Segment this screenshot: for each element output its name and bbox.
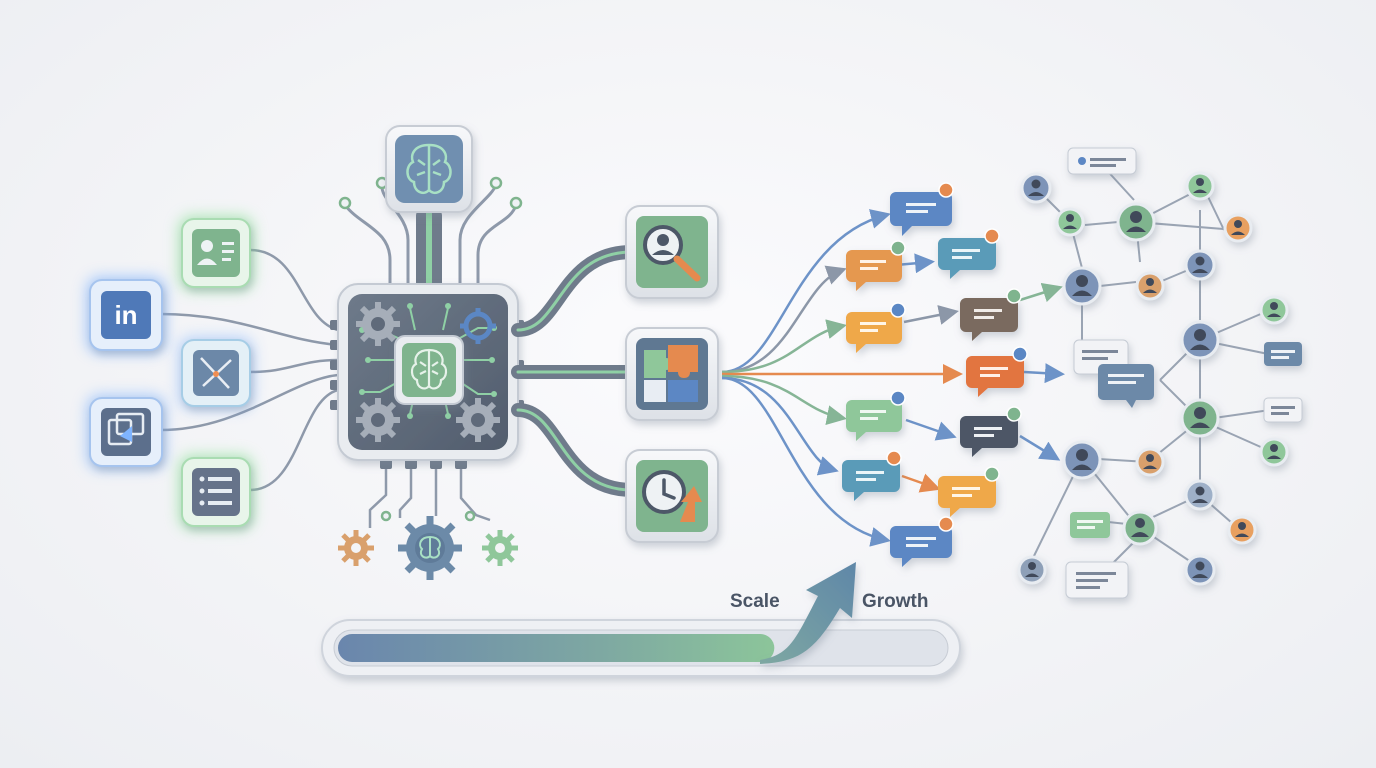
gear-icon-chip-top-right [460,308,496,344]
person-node-icon [1227,515,1257,545]
gear-icon-orange [338,530,374,566]
person-node-icon [1184,249,1216,281]
person-node-icon [1062,440,1102,480]
gear-icon-green [482,530,518,566]
chat-bubble-icon [938,238,996,279]
person-node-icon [1062,266,1102,306]
profile-card-tile [178,215,254,291]
clock-growth-icon [642,470,702,522]
person-node-icon [1184,554,1216,586]
person-node-icon [1180,398,1220,438]
check-badge-icon [890,240,906,256]
message-bubbles [842,192,1024,567]
chat-bubble-icon [960,416,1018,457]
network-message-nodes [1065,147,1303,599]
brain-icon [410,348,448,390]
person-node-icon [1184,479,1216,511]
clock-growth-tile [625,449,719,543]
processor-bottom-wires [368,469,491,528]
growth-arrow-icon [760,562,856,664]
input-connectors [159,248,339,492]
person-node-icon [1135,447,1165,477]
message-node-icon [1070,512,1110,538]
check-badges [886,182,1028,532]
document-share-icon [101,408,151,456]
output-pipes [511,245,639,497]
check-badge-icon [984,228,1000,244]
circuit-nodes [359,303,497,419]
linkedin-logo-text: in [114,300,137,330]
message-node-icon [1264,342,1302,366]
person-node-icon [1259,437,1289,467]
network-nodes-icon [193,350,239,396]
check-badge-icon [890,302,906,318]
list-tile [178,454,254,530]
processor-bottom-wire-ends [380,510,476,522]
check-badge-icon [890,390,906,406]
person-node-icon [1259,295,1289,325]
chat-bubble-icon [960,298,1018,341]
person-node-icon [1020,172,1052,204]
linkedin-tile: in [86,276,166,354]
chat-bubble-icon [966,356,1024,397]
check-badge-icon [1012,346,1028,362]
document-share-tile [86,394,166,470]
brain-icon [406,143,452,194]
processor-top-wire-ends [338,176,523,210]
search-person-icon [643,225,701,282]
chat-bubble-icon [890,526,952,567]
brain-tile-center [394,335,464,405]
brain-tile-top [385,125,473,213]
check-badge-icon [1006,406,1022,422]
chat-bubble-icon [842,460,900,501]
gear-icon-chip-bottom-left [356,398,400,442]
person-node-icon [1180,320,1220,360]
person-node-icon [1122,510,1158,546]
gear-icon-chip-top-left [356,302,400,346]
message-node-icon [1098,364,1154,408]
chat-bubble-icon [846,312,902,353]
gear-icon-chip-bottom-right [456,398,500,442]
search-person-tile [625,205,719,299]
profile-card-icon [192,229,240,277]
person-node-icon [1116,202,1156,242]
check-badge-icon [984,466,1000,482]
linkedin-icon: in [101,291,151,339]
person-node-icon [1135,271,1165,301]
network-person-nodes [1017,171,1289,586]
message-node-icon [1067,147,1137,175]
check-badge-icon [938,516,954,532]
chat-bubble-icon [846,400,902,441]
chat-bubble-icon [846,250,902,291]
list-icon [192,468,240,516]
person-node-icon [1185,171,1215,201]
message-node-icon [1263,397,1303,423]
person-node-icon [1223,213,1253,243]
puzzle-tile [625,327,719,421]
puzzle-icon [644,345,698,402]
check-badge-icon [1006,288,1022,304]
brain-icon [419,535,441,559]
message-node-icon [1065,561,1129,599]
person-node-icon [1055,207,1085,237]
check-badge-icon [886,450,902,466]
scale-label: Scale [730,591,780,612]
growth-progress-fill [338,634,775,662]
growth-progress-bar [321,619,961,677]
processor-stem [416,210,442,294]
person-node-icon [1017,555,1047,585]
gear-icon-blue [398,516,462,580]
network-nodes-tile [178,336,254,410]
growth-label: Growth [862,591,929,612]
fan-out-arrows [721,209,1065,547]
chat-bubble-icon [890,192,952,236]
check-badge-icon [938,182,954,198]
chat-bubble-icon [938,476,996,517]
